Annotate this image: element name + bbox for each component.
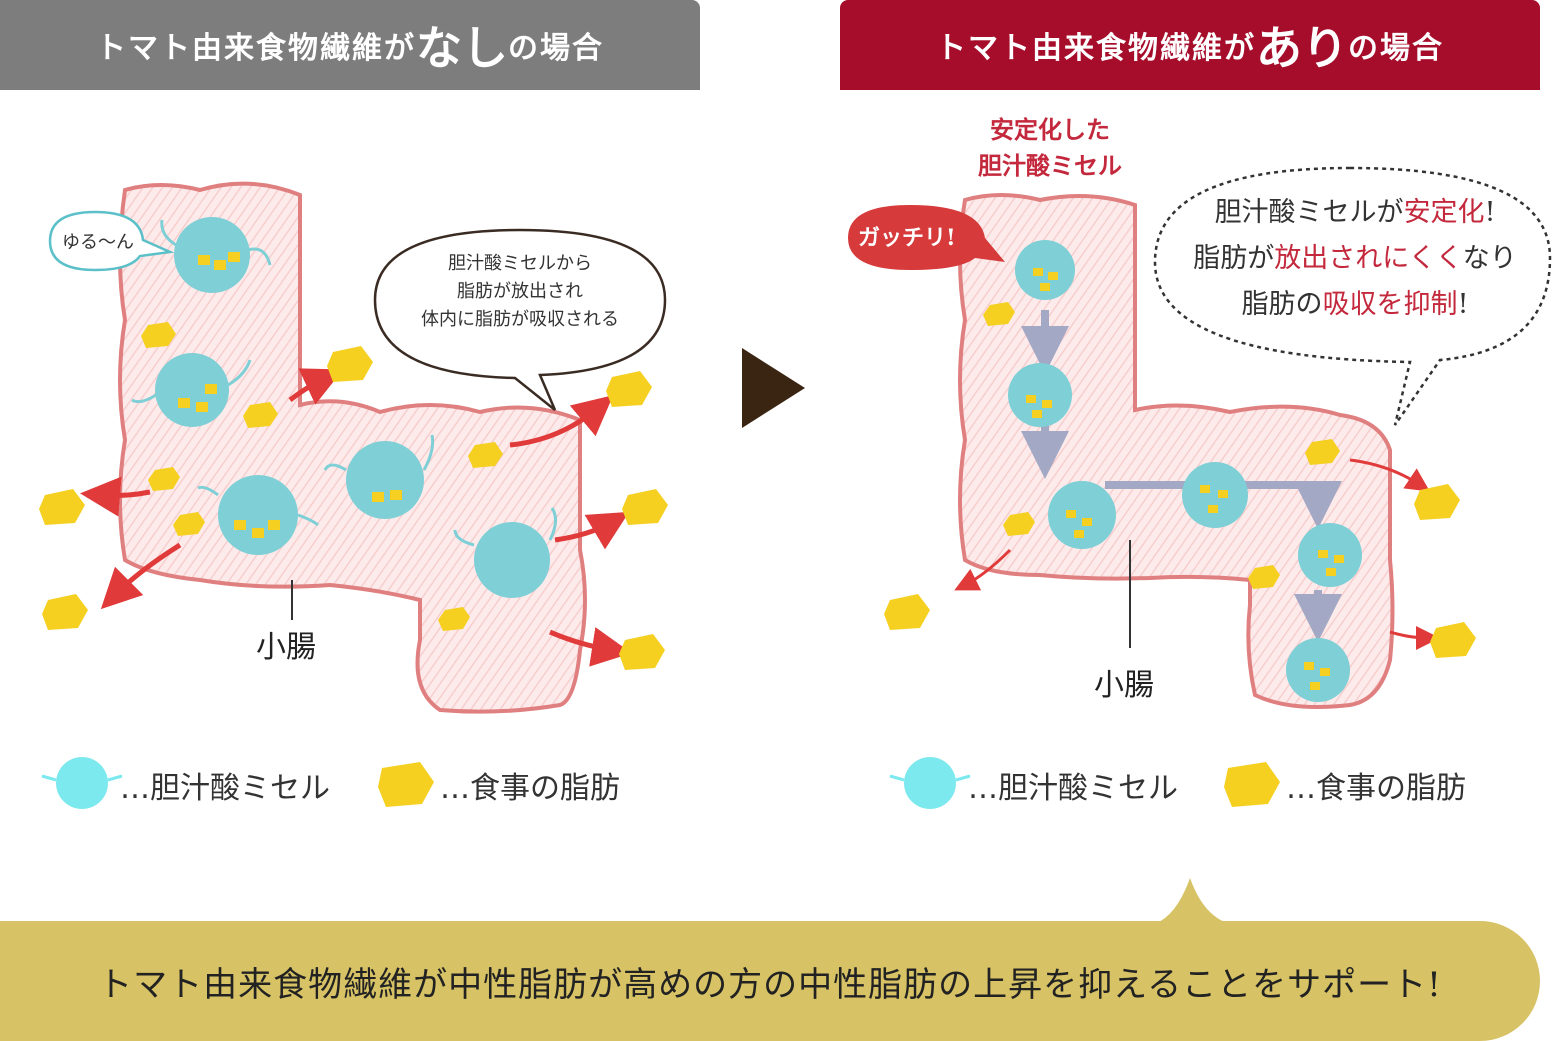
gacchiri-badge-shape: [848, 205, 1005, 270]
fat-blob: [39, 489, 85, 525]
bubble-right-line3-a: 脂肪の: [1241, 289, 1323, 320]
intestine-label-right: 小腸: [1094, 668, 1154, 703]
thought-line-3: 体内に脂肪が吸収される: [421, 309, 619, 330]
red-arrow-8: [1349, 458, 1430, 492]
bubble-right-line2-c: なり: [1462, 243, 1517, 274]
legend-micelle-left: …胆汁酸ミセル: [120, 771, 330, 806]
micelle-character: [323, 434, 435, 519]
stable-label-line1: 安定化した: [990, 116, 1110, 144]
mascot-speech-yurun: ゆる〜ん: [62, 232, 134, 253]
micelle-character: [197, 475, 319, 555]
red-arrow-1: [288, 368, 344, 405]
bubble-right-line1: 胆汁酸ミセルが安定化!: [1160, 190, 1550, 236]
divider-arrow: [742, 348, 805, 428]
fat-blob: [1430, 622, 1476, 658]
header-without-fiber: トマト由来食物繊維がなしの場合: [0, 0, 700, 90]
speech-bubble-yurun: [48, 210, 175, 272]
header-left-suffix: の場合: [508, 31, 604, 66]
fat-blob: [622, 489, 668, 525]
bubble-right-line2: 脂肪が放出されにくくなり: [1160, 236, 1550, 282]
bubble-right-line1-a: 胆汁酸ミセルが: [1214, 197, 1404, 228]
legend-fat-right: …食事の脂肪: [1286, 771, 1466, 806]
fat-blob: [1414, 484, 1460, 520]
header-right-suffix: の場合: [1348, 31, 1444, 66]
header-with-fiber: トマト由来食物繊維がありの場合: [840, 0, 1540, 90]
red-arrow-5: [554, 511, 630, 550]
bubble-right-line2-a: 脂肪が: [1193, 243, 1275, 274]
bubble-right-line3-c: !: [1457, 289, 1469, 320]
bubble-right-line1-b: 安定化: [1403, 197, 1485, 228]
header-left-emphasis: なし: [416, 21, 508, 75]
fat-blob: [141, 322, 176, 348]
banner-notch: [1150, 878, 1235, 925]
fat-blob: [327, 346, 373, 382]
thought-bubble-left-text: 胆汁酸ミセルから 脂肪が放出され 体内に脂肪が吸収される: [385, 250, 655, 334]
legend-fat-left: …食事の脂肪: [440, 771, 620, 806]
gacchiri-badge-text: ガッチリ!: [858, 225, 956, 251]
thought-bubble-left: [373, 228, 667, 411]
bubble-right-line1-c: !: [1484, 197, 1496, 228]
fat-blob: [243, 402, 278, 428]
legend-micelle-right: …胆汁酸ミセル: [968, 771, 1178, 806]
stable-label-line2: 胆汁酸ミセル: [978, 152, 1122, 180]
red-arrow-7: [954, 548, 1012, 591]
fat-blob: [1248, 565, 1280, 589]
fat-blob: [619, 634, 665, 670]
bottom-banner-text: トマト由来食物繊維が中性脂肪が高めの方の中性脂肪の上昇を抑えることをサポート!: [98, 964, 1442, 1005]
fat-blob: [884, 594, 930, 630]
micelle-character: [1048, 481, 1116, 549]
header-left-prefix: トマト由来食物繊維が: [96, 31, 416, 66]
header-right-prefix: トマト由来食物繊維が: [936, 31, 1256, 66]
micelle-character: [1008, 363, 1072, 427]
red-arrow-4: [100, 542, 182, 610]
thought-bubble-right: [1153, 166, 1552, 426]
bubble-right-line3: 脂肪の吸収を抑制!: [1160, 282, 1550, 328]
fat-blob: [1305, 439, 1340, 465]
fat-blobs: [39, 302, 1476, 670]
micelle-character: [1182, 462, 1248, 528]
fat-blob: [983, 302, 1015, 326]
fat-blob: [173, 512, 205, 536]
small-intestine-right: [958, 193, 1395, 710]
fat-blob: [606, 371, 652, 407]
red-arrow-9: [1389, 625, 1440, 650]
fat-blob: [468, 442, 503, 468]
thought-line-1: 胆汁酸ミセルから: [448, 253, 592, 274]
micelle-character: [1298, 523, 1362, 587]
legend-fat-icon-right: [1224, 762, 1280, 807]
thought-line-2: 脂肪が放出され: [457, 281, 583, 302]
micelle-character: [1286, 638, 1350, 702]
intestine-label-left: 小腸: [256, 630, 316, 665]
small-intestine-left: [118, 181, 587, 714]
bottom-banner: トマト由来食物繊維が中性脂肪が高めの方の中性脂肪の上昇を抑えることをサポート!: [0, 921, 1540, 1041]
bubble-right-line2-b: 放出されにくく: [1274, 243, 1463, 274]
legend-micelle-icon-right: [889, 757, 971, 809]
bubble-right-line3-b: 吸収を抑制: [1322, 289, 1458, 320]
micelle-character: [453, 507, 557, 598]
micelle-character: [160, 217, 272, 293]
fat-blob: [438, 607, 470, 631]
thought-bubble-right-text: 胆汁酸ミセルが安定化! 脂肪が放出されにくくなり 脂肪の吸収を抑制!: [1160, 190, 1550, 328]
stable-micelle-label: 安定化した 胆汁酸ミセル: [945, 112, 1155, 184]
header-right-emphasis: あり: [1256, 21, 1348, 75]
fat-blob: [42, 594, 88, 630]
micelle-character: [1015, 240, 1075, 300]
red-arrow-3: [80, 476, 151, 517]
fat-blob: [148, 467, 180, 491]
fat-blob: [1003, 512, 1035, 536]
legend-fat-icon-left: [378, 762, 434, 807]
red-arrow-2: [509, 395, 614, 448]
micelle-character: [131, 353, 252, 427]
legend-micelle-icon-left: [41, 757, 123, 809]
red-arrow-6: [549, 627, 632, 667]
